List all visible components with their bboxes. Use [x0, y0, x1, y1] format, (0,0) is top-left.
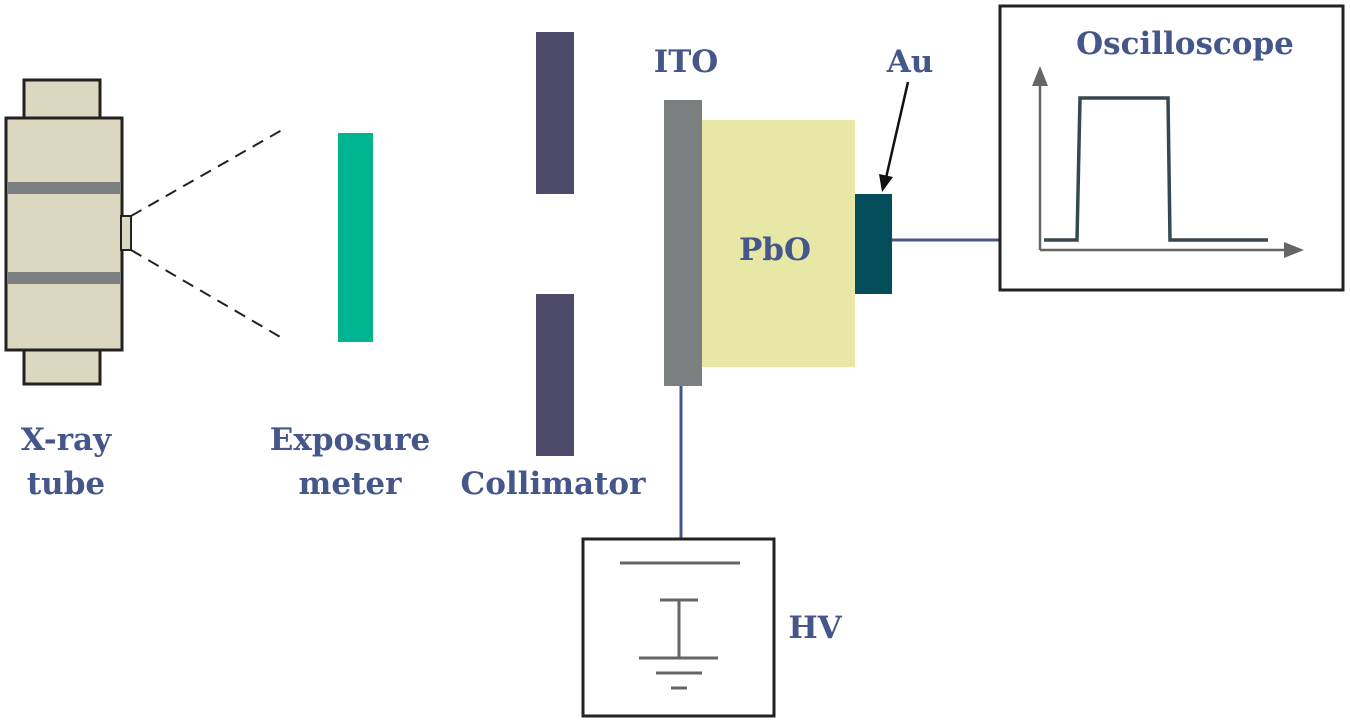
exposure-meter — [338, 133, 373, 342]
au-label: Au — [886, 44, 934, 80]
ito-electrode — [664, 100, 702, 386]
hv-supply — [581, 537, 776, 718]
collimator — [536, 32, 574, 456]
pbo-label: PbO — [739, 232, 811, 268]
osc-y-arrowhead — [1032, 66, 1048, 86]
osc-x-arrowhead — [1284, 242, 1304, 258]
ito-label: ITO — [653, 44, 719, 80]
x-ray-tube — [4, 78, 132, 386]
x-ray-beam — [130, 129, 283, 339]
hv-label: HV — [788, 610, 842, 646]
au-pointer-arrow — [879, 81, 910, 192]
collimator-label: Collimator — [460, 466, 646, 502]
tube-band-upper — [7, 182, 121, 194]
au-electrode — [855, 194, 892, 294]
tube-window — [120, 215, 132, 251]
osc-pulse-trace — [1044, 96, 1268, 242]
x-ray-tube-label-line-2: tube — [26, 466, 106, 502]
collimator-lower-plate — [536, 294, 574, 456]
oscilloscope-label: Oscilloscope — [1076, 26, 1294, 62]
exposure-meter-label-line-2: meter — [298, 466, 402, 502]
collimator-upper-plate — [536, 32, 574, 194]
oscilloscope — [998, 4, 1345, 292]
x-ray-tube-label: X-ray tube — [0, 418, 132, 506]
exposure-meter-label-line-1: Exposure — [269, 422, 431, 458]
pbo-layer — [702, 120, 855, 367]
x-ray-tube-label-line-1: X-ray — [20, 422, 112, 458]
exposure-meter-label: Exposure meter — [255, 418, 445, 506]
tube-band-lower — [7, 272, 121, 284]
